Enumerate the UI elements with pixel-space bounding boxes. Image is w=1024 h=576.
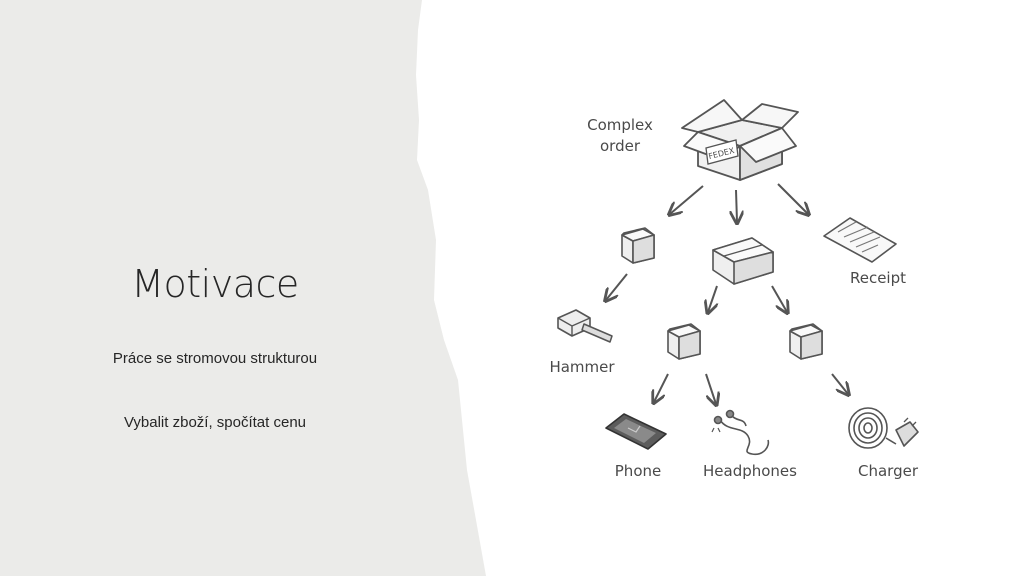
receipt-icon (823, 217, 897, 263)
arrow-box-b-to-charger (831, 373, 848, 394)
headphones-label: Headphones (703, 462, 797, 480)
phone-label: Phone (615, 462, 661, 480)
arrow-box-a-to-phone (654, 373, 669, 402)
phone-icon (605, 413, 667, 450)
arrow-box-mid-to-box-b (771, 285, 787, 312)
complex-order-box-icon (681, 99, 799, 181)
subtitle-tree-structure: Práce se stromovou strukturou (112, 350, 318, 367)
small-box-a-icon (667, 323, 701, 360)
arrow-root-to-receipt (777, 183, 808, 214)
subtitle-unpack-goods: Vybalit zboží, spočítat cenu (123, 414, 307, 431)
hammer-icon (557, 309, 613, 343)
arrow-box-a-to-headphones (705, 373, 716, 404)
charger-icon (848, 407, 919, 449)
complex-label-line1: Complex (587, 116, 653, 134)
large-box-mid-icon (712, 237, 774, 285)
small-box-left-icon (621, 227, 655, 264)
hammer-label: Hammer (549, 358, 615, 376)
headphones-icon (711, 409, 770, 456)
arrow-root-to-box-left (670, 185, 704, 214)
arrow-box-mid-to-box-a (708, 285, 717, 312)
slide-title: Motivace (131, 262, 299, 306)
arrow-root-to-box-mid (736, 189, 737, 222)
small-box-b-icon (789, 323, 823, 360)
receipt-label: Receipt (850, 269, 906, 287)
order-label-line2: order (600, 137, 641, 155)
charger-label: Charger (858, 462, 919, 480)
arrow-box-left-to-hammer (606, 273, 628, 300)
